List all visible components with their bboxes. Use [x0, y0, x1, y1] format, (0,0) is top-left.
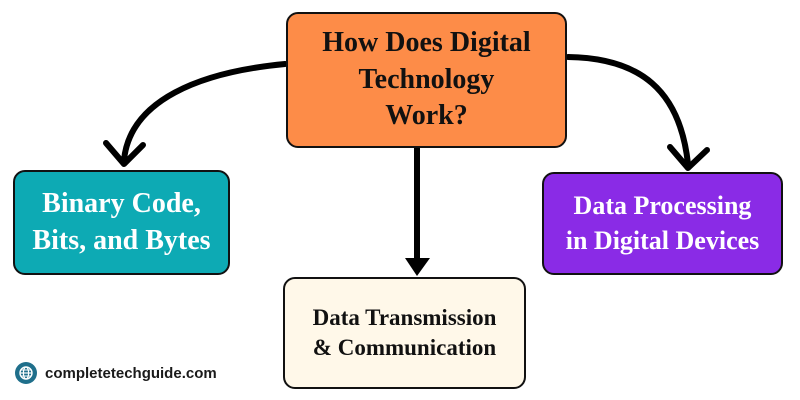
binary-code-line-2: Bits, and Bytes [32, 224, 211, 256]
data-transmission-node: Data Transmission & Communication [283, 277, 526, 389]
globe-icon [15, 362, 37, 384]
data-processing-node: Data Processing in Digital Devices [542, 172, 783, 275]
site-url-text: completetechguide.com [45, 364, 217, 382]
site-footer: completetechguide.com [15, 362, 217, 384]
binary-code-line-1: Binary Code, [42, 187, 201, 219]
arrow-head-binary-code [103, 140, 146, 167]
main-topic-node: How Does Digital Technology Work? [286, 12, 567, 148]
arrow-to-data-processing [565, 54, 691, 167]
binary-code-node: Binary Code, Bits, and Bytes [13, 170, 230, 275]
arrow-head-data-transmission [405, 258, 430, 276]
main-topic-line-2: Technology [358, 63, 495, 95]
data-transmission-line-1: Data Transmission [312, 304, 497, 330]
data-processing-line-1: Data Processing [573, 191, 752, 221]
data-processing-line-2: in Digital Devices [565, 225, 760, 255]
arrow-to-binary-code [121, 61, 288, 163]
main-topic-line-1: How Does Digital [322, 26, 531, 58]
arrow-head-data-processing [667, 144, 710, 171]
main-topic-line-3: Work? [385, 100, 468, 132]
data-transmission-line-2: & Communication [312, 335, 497, 360]
globe-icon-glyph [19, 366, 33, 380]
